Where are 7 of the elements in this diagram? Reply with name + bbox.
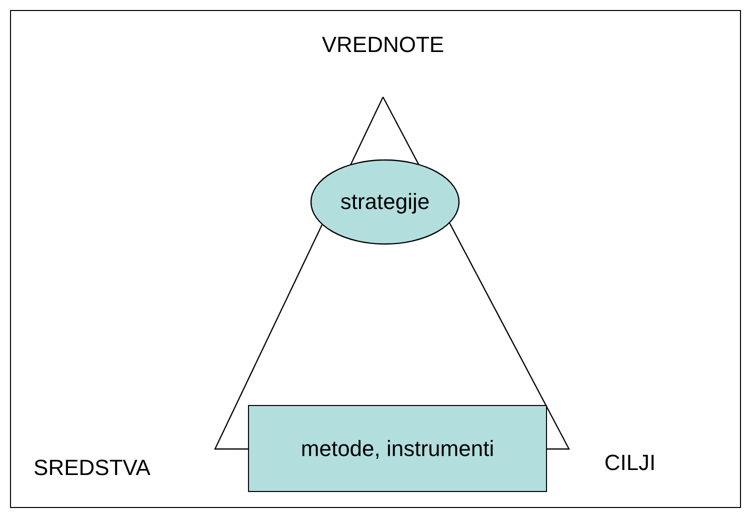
corner-label: CILJI <box>604 450 656 476</box>
node-text: strategije <box>340 189 430 215</box>
process-box <box>248 405 547 492</box>
node-text: metode, instrumenti <box>300 436 494 462</box>
corner-label: VREDNOTE <box>322 32 444 58</box>
corner-label: SREDSTVA <box>34 455 150 481</box>
ellipse-node <box>310 159 460 245</box>
